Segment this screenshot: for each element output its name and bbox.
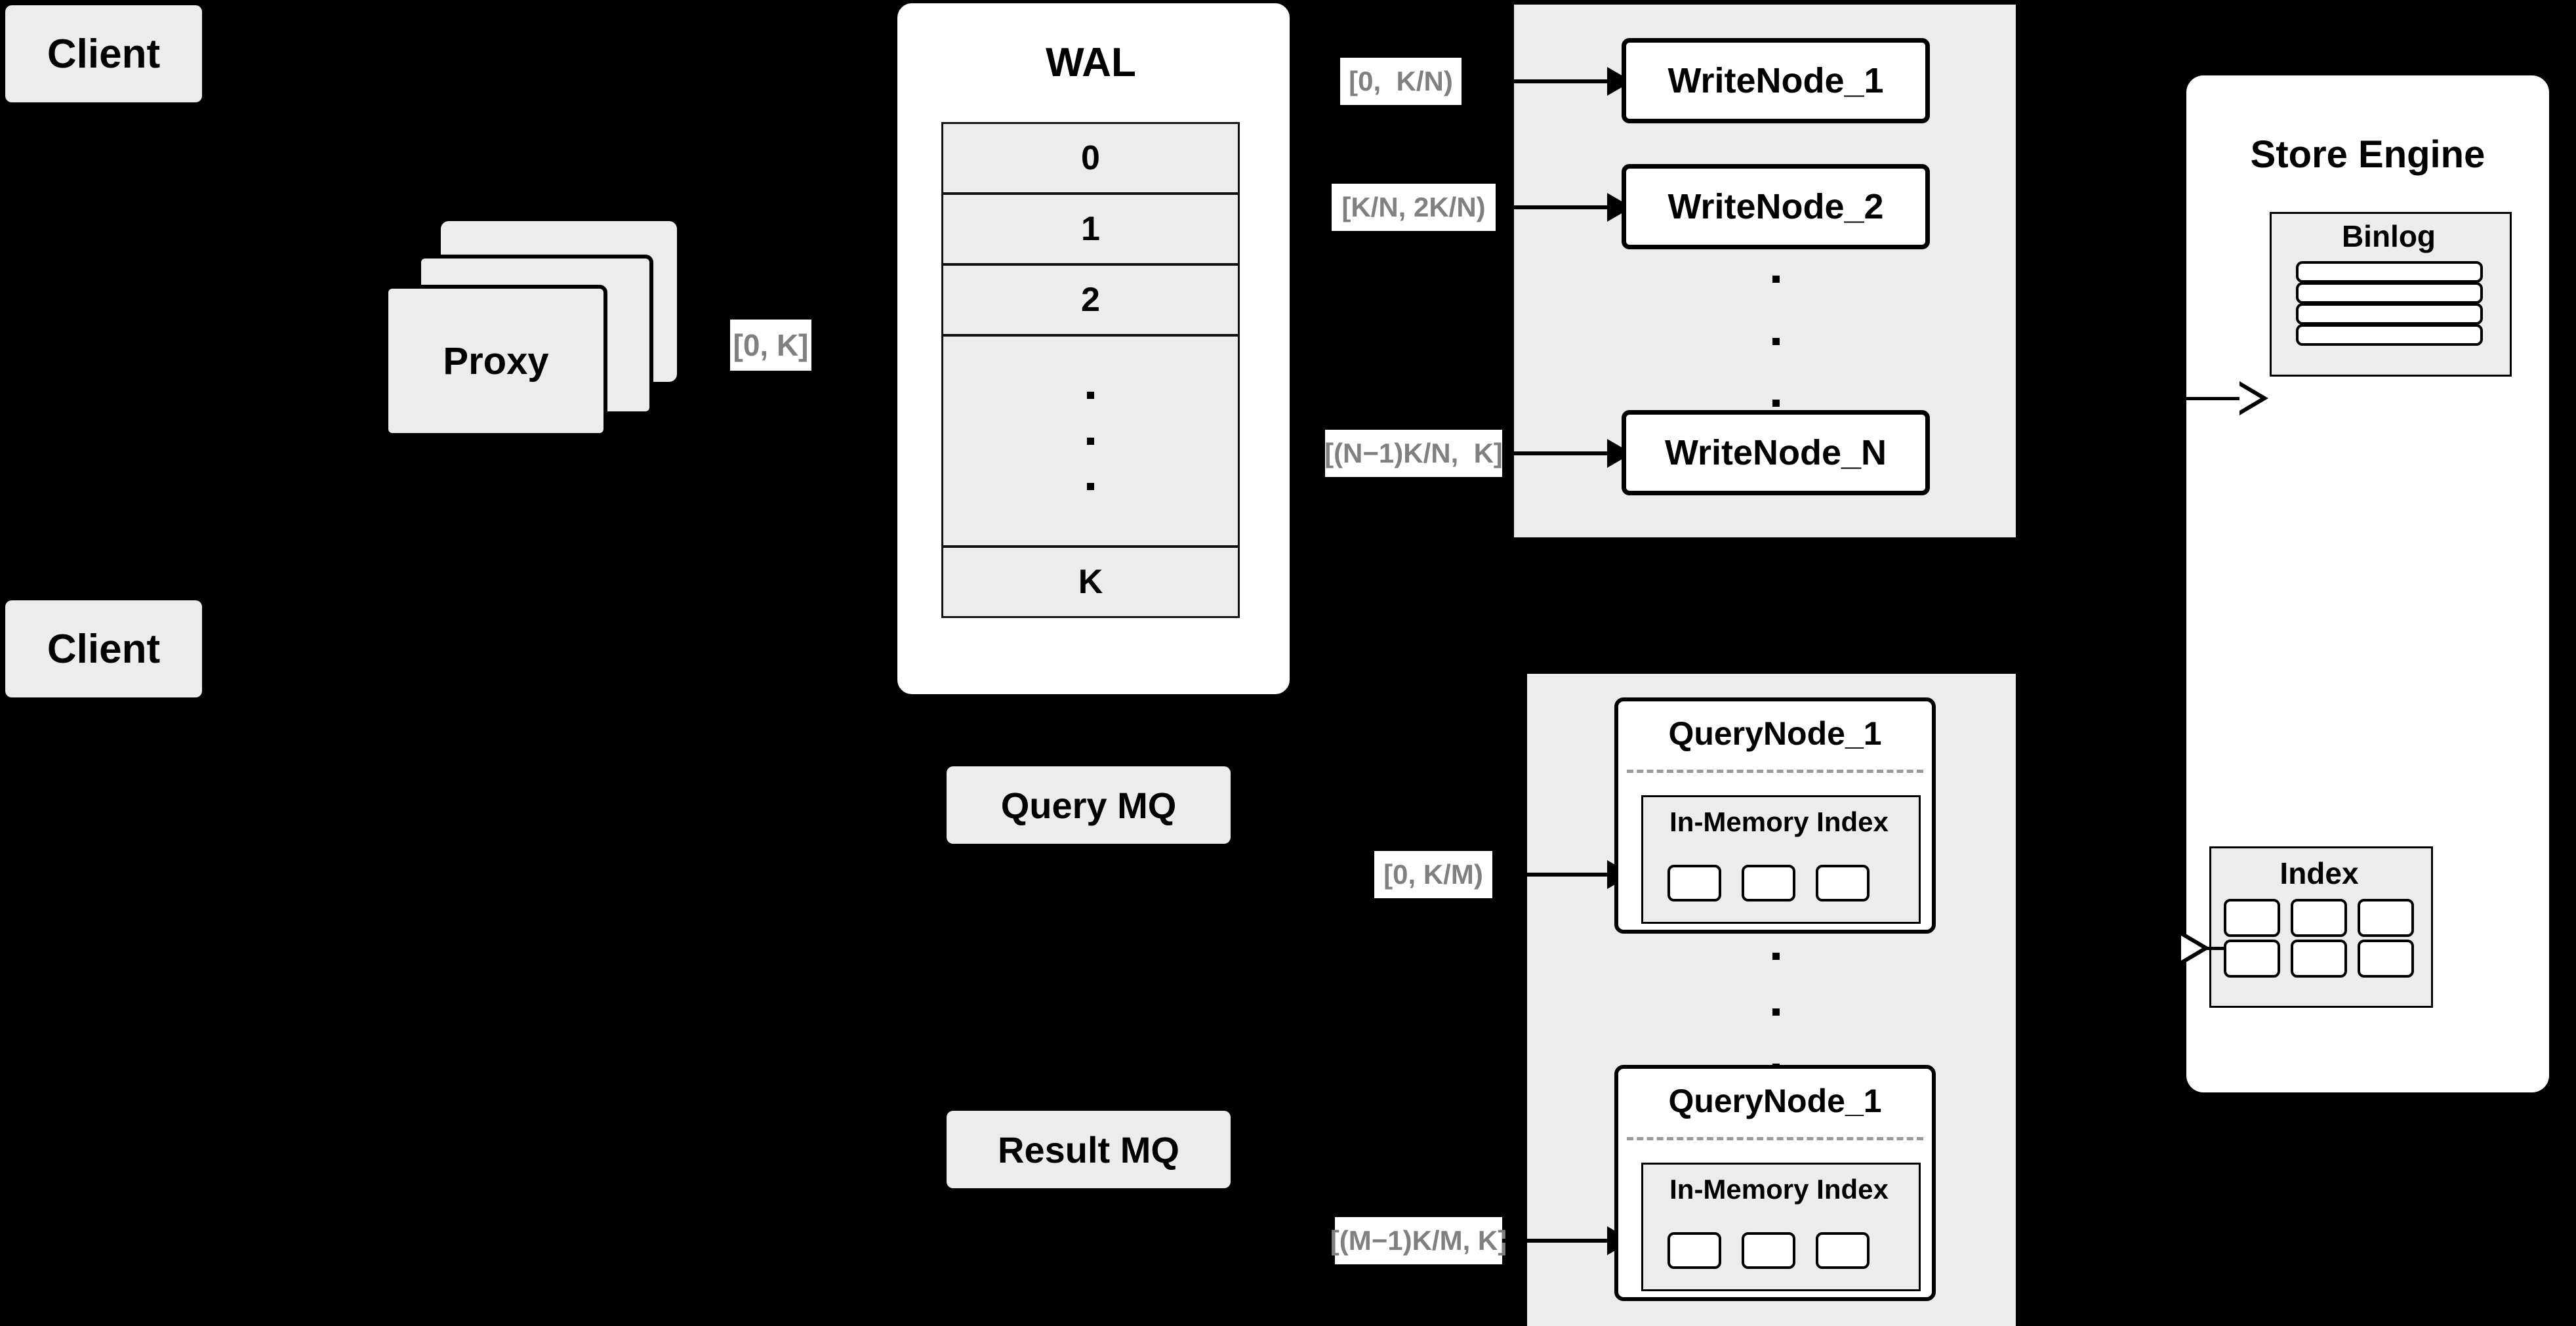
query-node-m-index-cell-3[interactable] <box>1816 1232 1870 1269</box>
query-node-m-separator <box>1627 1137 1923 1140</box>
write-cluster-dot-2 <box>1772 337 1780 345</box>
query-node-m-index-title-text: In-Memory Index <box>1669 1174 1889 1205</box>
binlog-title-text: Binlog <box>2341 219 2436 253</box>
wal-title-text: WAL <box>1046 39 1136 85</box>
store-engine-title: Store Engine <box>2186 128 2549 180</box>
wal-entry-ellipsis <box>941 335 1240 547</box>
index-cell-1[interactable] <box>2224 899 2280 937</box>
binlog-row-2[interactable] <box>2296 282 2483 304</box>
write-node-1[interactable]: WriteNode_1 <box>1622 38 1930 123</box>
wal-entry-0-label: 0 <box>1081 139 1100 177</box>
write-node-1-range-text: [0, K/N) <box>1349 66 1453 96</box>
query-node-m-title: QueryNode_1 <box>1614 1078 1936 1124</box>
write-cluster-dot-1 <box>1772 276 1780 283</box>
arrow-to-write-node-1-line <box>1502 79 1610 83</box>
query-node-1-range-label: [0, K/M) <box>1374 851 1492 898</box>
index-cell-4[interactable] <box>2224 940 2280 978</box>
wal-entry-1[interactable]: 1 <box>941 193 1240 265</box>
arrow-to-binlog-head <box>2239 381 2268 415</box>
binlog-row-1[interactable] <box>2296 261 2483 283</box>
arrow-to-write-node-2-line <box>1502 205 1610 209</box>
index-cell-2[interactable] <box>2291 899 2347 937</box>
wal-entry-k[interactable]: K <box>941 546 1240 618</box>
wal-dot-3 <box>1087 483 1094 490</box>
proxy-range-label: [0, K] <box>730 320 811 371</box>
wal-ellipsis-dots <box>1087 392 1094 490</box>
wal-dot-2 <box>1087 437 1094 445</box>
write-node-1-label: WriteNode_1 <box>1667 61 1884 100</box>
write-node-1-range-label: [0, K/N) <box>1340 58 1462 105</box>
write-node-2-range-label: [K/N, 2K/N) <box>1332 184 1496 231</box>
query-cluster-dot-1 <box>1772 953 1780 960</box>
wal-entry-0[interactable]: 0 <box>941 122 1240 194</box>
result-mq-box[interactable]: Result MQ <box>947 1111 1231 1188</box>
arrow-to-query-node-1-line <box>1502 873 1610 877</box>
query-cluster-ellipsis <box>1771 953 1780 1071</box>
arrow-to-write-node-n-line <box>1502 451 1610 455</box>
index-cell-5[interactable] <box>2291 940 2347 978</box>
query-node-1-inmemory-index[interactable] <box>1641 795 1921 924</box>
query-mq-label: Query MQ <box>1000 784 1177 826</box>
wal-entry-2[interactable]: 2 <box>941 264 1240 336</box>
query-node-m-title-text: QueryNode_1 <box>1668 1083 1882 1119</box>
write-node-n-label: WriteNode_N <box>1664 433 1887 472</box>
write-node-n-range-label: [(N−1)K/N, K] <box>1324 430 1503 477</box>
query-node-1-index-cell-2[interactable] <box>1742 865 1795 901</box>
proxy-label: Proxy <box>443 339 549 383</box>
query-node-1-title-text: QueryNode_1 <box>1668 715 1882 752</box>
arrow-to-binlog-line <box>2186 397 2240 400</box>
result-mq-label: Result MQ <box>998 1129 1179 1171</box>
index-cell-3[interactable] <box>2358 899 2414 937</box>
binlog-row-4[interactable] <box>2296 324 2483 346</box>
binlog-title: Binlog <box>2270 217 2508 256</box>
write-node-2-label: WriteNode_2 <box>1667 187 1884 226</box>
query-node-1-index-cell-1[interactable] <box>1667 865 1721 901</box>
query-node-1-index-title: In-Memory Index <box>1641 802 1917 842</box>
wal-entry-k-label: K <box>1078 563 1103 601</box>
index-cell-6[interactable] <box>2358 940 2414 978</box>
store-engine-title-text: Store Engine <box>2250 133 2485 176</box>
query-node-1-index-title-text: In-Memory Index <box>1669 806 1889 837</box>
query-node-1-title: QueryNode_1 <box>1614 711 1936 756</box>
client-box-2[interactable]: Client <box>5 600 202 697</box>
query-mq-box[interactable]: Query MQ <box>947 766 1231 844</box>
query-node-m-range-text: [(M−1)K/M, K] <box>1330 1225 1507 1256</box>
arrow-to-index-head <box>2181 931 2210 965</box>
wal-entry-2-label: 2 <box>1081 281 1100 319</box>
index-title-text: Index <box>2280 856 2359 890</box>
query-cluster-dot-2 <box>1772 1008 1780 1016</box>
client-box-1[interactable]: Client <box>5 5 202 102</box>
index-title: Index <box>2209 853 2429 894</box>
client-label-2: Client <box>47 626 161 672</box>
query-node-m-index-cell-2[interactable] <box>1742 1232 1795 1269</box>
proxy-range-text: [0, K] <box>733 328 809 362</box>
arrow-to-query-node-m-line <box>1502 1239 1610 1243</box>
wal-entry-1-label: 1 <box>1081 210 1100 248</box>
query-node-1-range-text: [0, K/M) <box>1383 859 1483 890</box>
client-label-1: Client <box>47 31 161 77</box>
query-node-m-index-title: In-Memory Index <box>1641 1169 1917 1210</box>
write-node-2-range-text: [K/N, 2K/N) <box>1341 192 1486 222</box>
query-node-m-index-cell-1[interactable] <box>1667 1232 1721 1269</box>
write-node-n-range-text: [(N−1)K/N, K] <box>1324 438 1503 468</box>
write-node-2[interactable]: WriteNode_2 <box>1622 164 1930 249</box>
wal-title: WAL <box>897 36 1284 89</box>
write-cluster-dot-3 <box>1772 400 1780 407</box>
write-node-n[interactable]: WriteNode_N <box>1622 410 1930 495</box>
binlog-row-3[interactable] <box>2296 303 2483 325</box>
wal-dot-1 <box>1087 392 1094 399</box>
write-cluster-ellipsis <box>1771 276 1780 407</box>
query-node-m-inmemory-index[interactable] <box>1641 1163 1921 1291</box>
query-node-1-index-cell-3[interactable] <box>1816 865 1870 901</box>
query-node-m-range-label: [(M−1)K/M, K] <box>1330 1217 1507 1264</box>
proxy-card-front[interactable]: Proxy <box>384 285 607 437</box>
query-node-1-separator <box>1627 770 1923 773</box>
